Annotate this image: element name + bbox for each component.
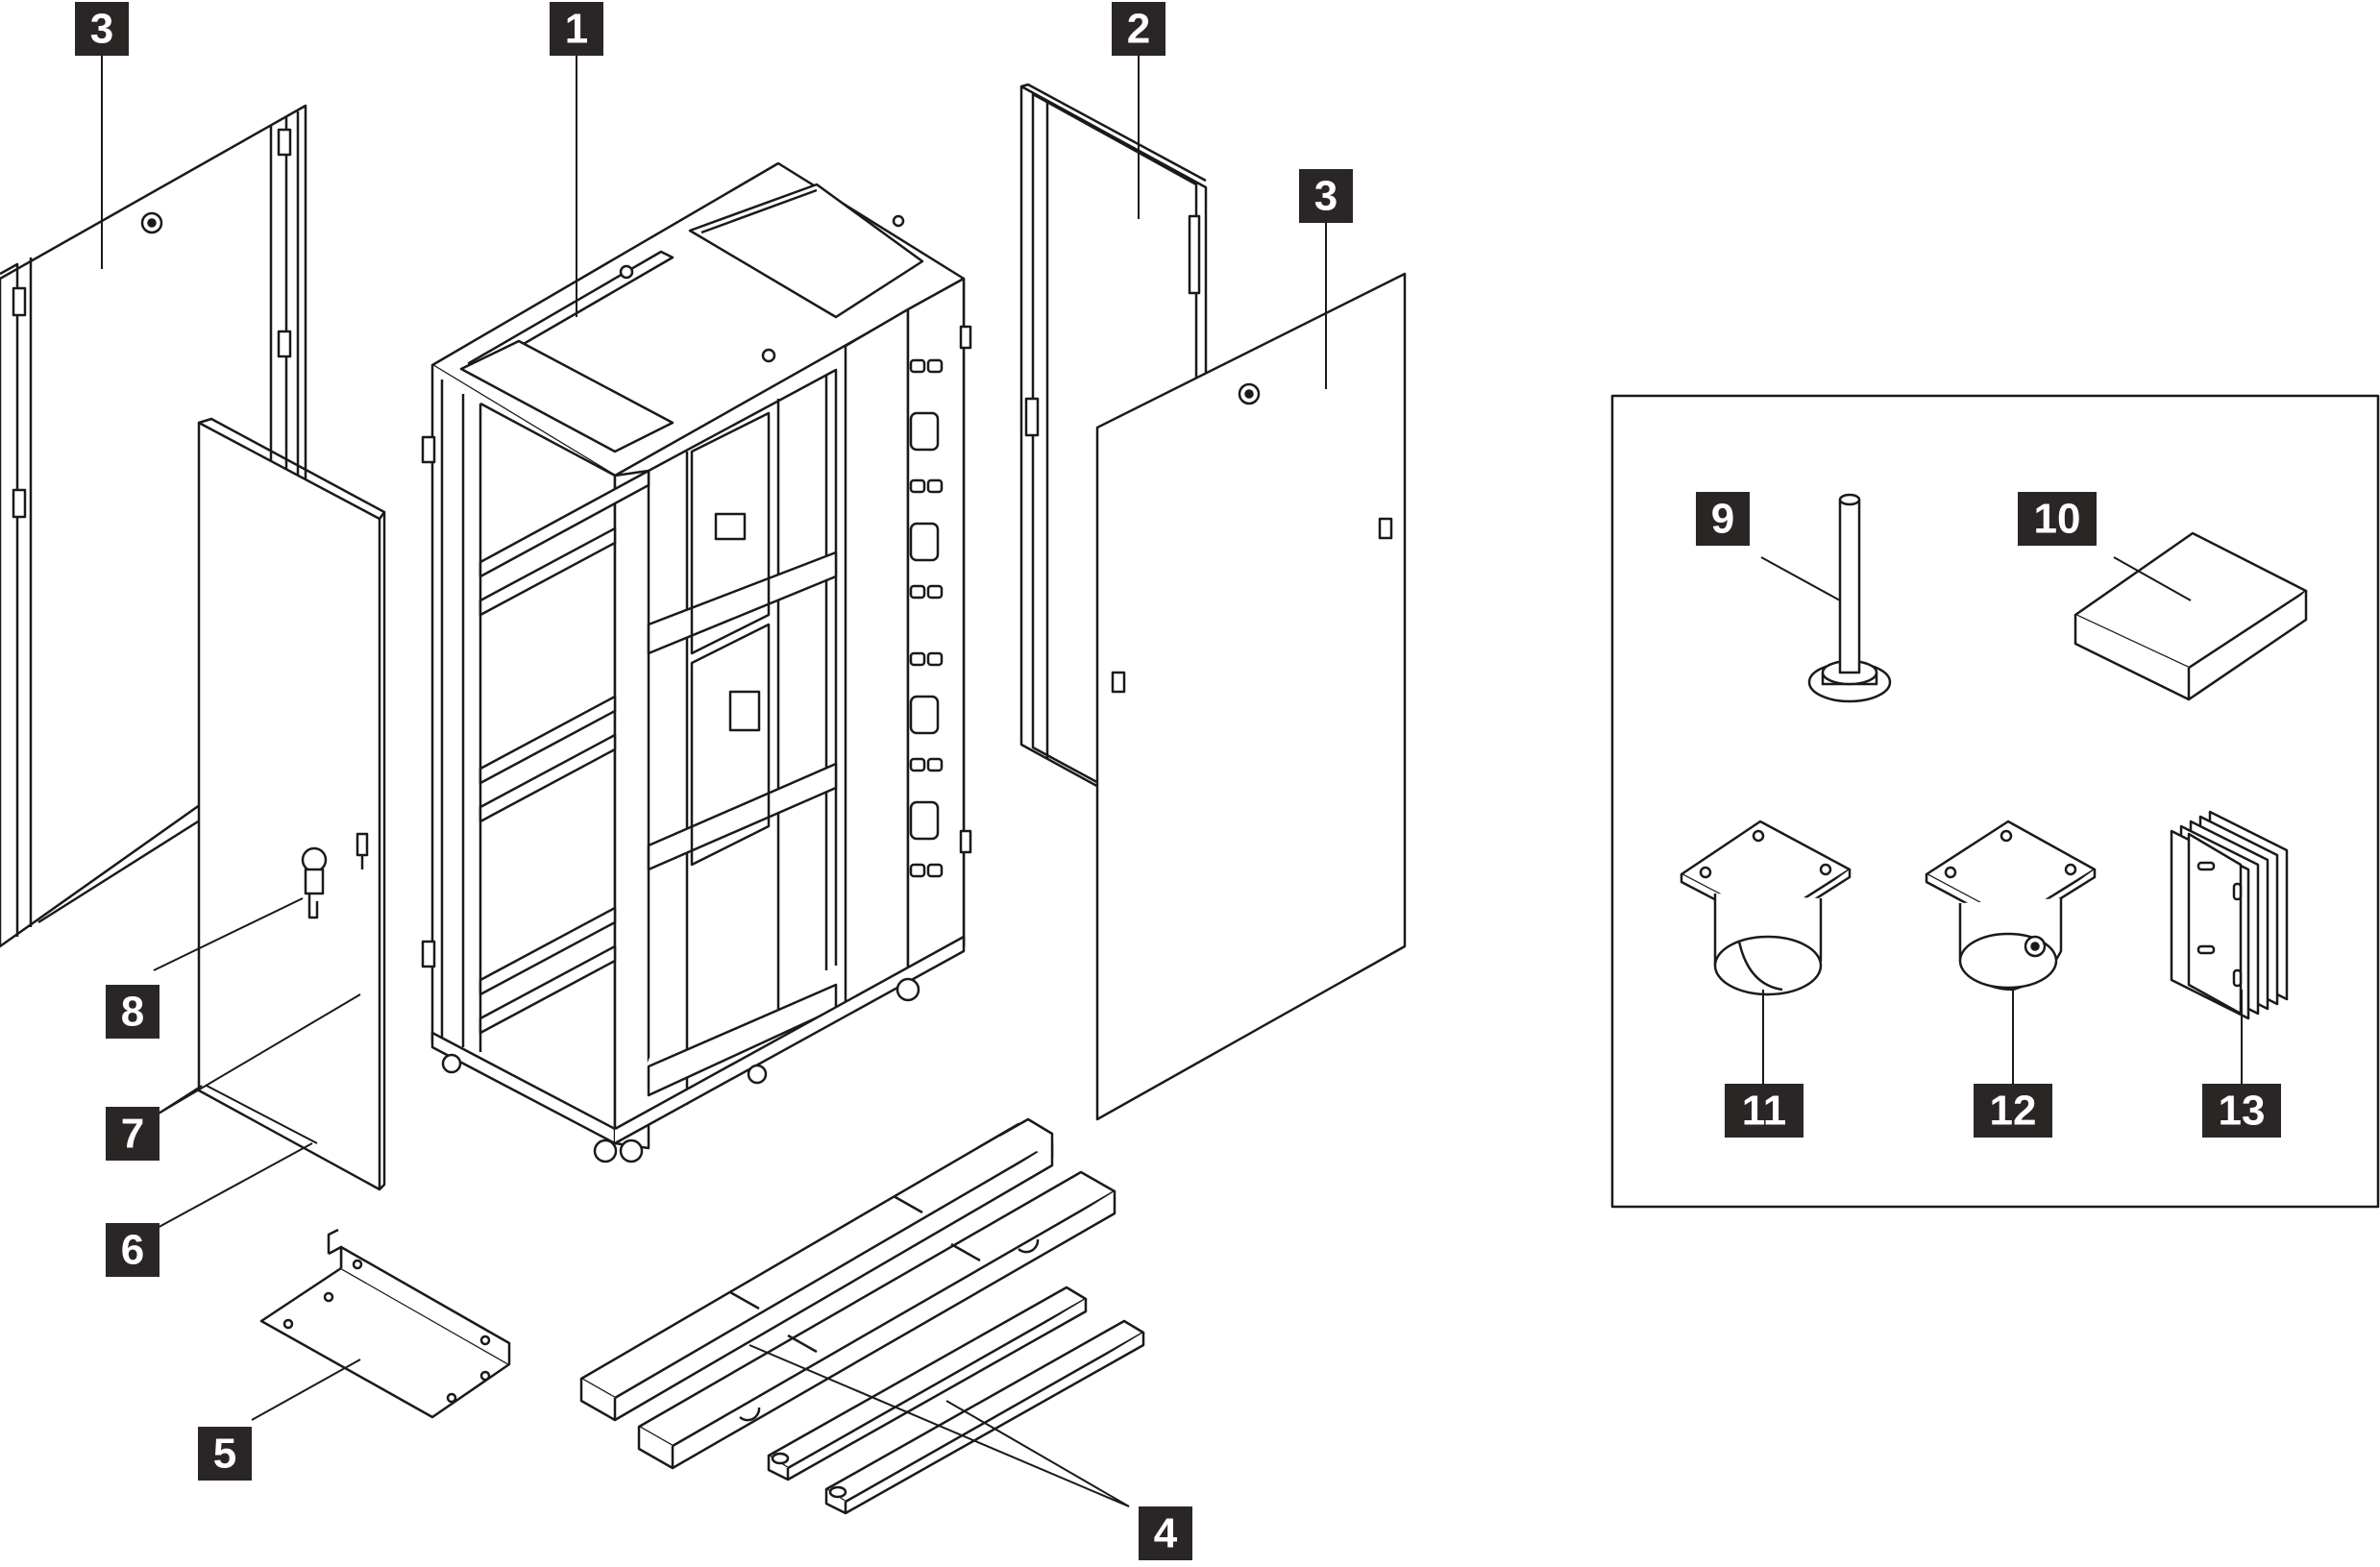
callout-11: 11 [1725,1084,1803,1138]
accessory-frame [1610,394,2380,1209]
spacer-plates [2170,810,2289,1020]
svg-text:10: 10 [2034,496,2081,543]
svg-text:5: 5 [213,1431,236,1478]
svg-text:2: 2 [1127,6,1150,53]
callout-13: 13 [2202,1084,2281,1138]
leader-lines [101,56,2243,1507]
svg-text:13: 13 [2219,1088,2266,1135]
svg-text:9: 9 [1711,496,1734,543]
front-door [197,417,386,1191]
callout-9: 9 [1696,492,1750,546]
callout-12: 12 [1974,1084,2052,1138]
callout-8: 8 [106,985,159,1039]
callout-6: 6 [106,1223,159,1277]
callout-2: 2 [1112,2,1165,56]
svg-text:12: 12 [1990,1088,2037,1135]
callouts: 3 1 2 3 8 7 6 5 [75,2,2281,1560]
side-panel-right [1095,272,1407,1121]
rack-cabinet [421,161,972,1163]
svg-text:3: 3 [1314,173,1337,220]
svg-text:11: 11 [1742,1088,1787,1135]
swivel-caster [1925,820,2097,992]
svg-text:8: 8 [121,989,144,1036]
callout-10: 10 [2018,492,2097,546]
svg-text:7: 7 [121,1111,144,1158]
key-icon [301,846,328,919]
callout-1: 1 [550,2,603,56]
callout-5: 5 [198,1427,252,1481]
svg-text:1: 1 [565,6,588,53]
stabilizer-bracket [259,1228,511,1419]
leveling-foot [1807,493,1892,703]
callout-4: 4 [1139,1506,1192,1560]
fixed-caster [1680,820,1852,996]
base-rails [579,1117,1145,1515]
post-slots [909,358,944,878]
callout-3-right: 3 [1299,169,1353,223]
svg-text:3: 3 [90,6,113,53]
svg-text:6: 6 [121,1227,144,1274]
svg-text:4: 4 [1154,1510,1178,1557]
box [2073,531,2308,701]
callout-7: 7 [106,1107,159,1161]
callout-3-left: 3 [75,2,129,56]
